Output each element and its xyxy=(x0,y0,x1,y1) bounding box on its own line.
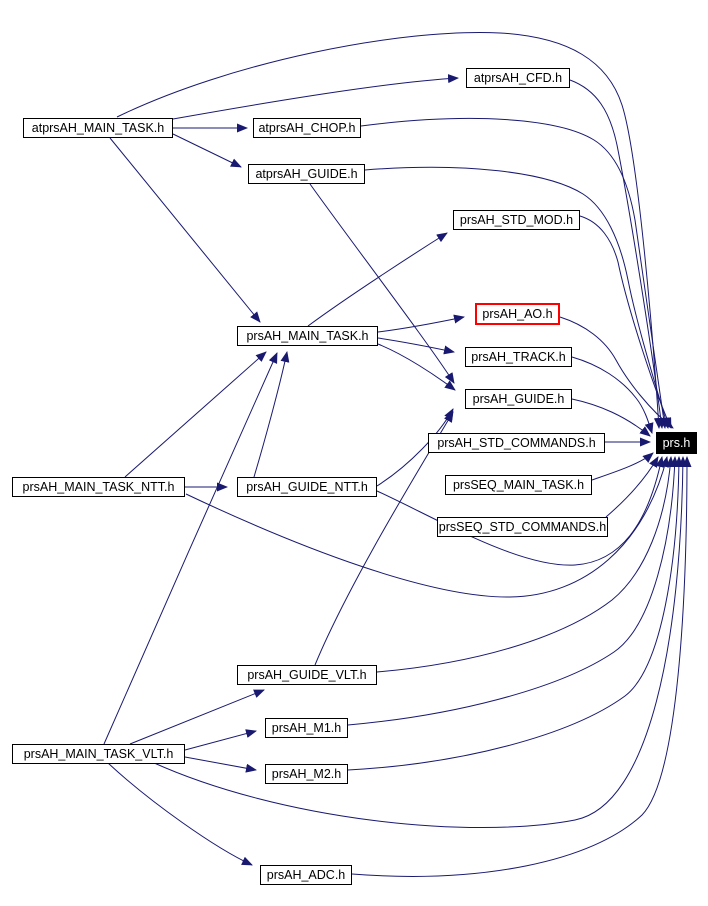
node-atprsAH_CFD-h[interactable]: atprsAH_CFD.h xyxy=(466,68,570,88)
edge-prsAH_GUIDE_NTT-to-prs xyxy=(376,456,665,566)
edge-prsAH_MAIN_TASK_VLT-to-prs xyxy=(151,456,688,829)
node-prsAH_M1-h[interactable]: prsAH_M1.h xyxy=(265,718,348,738)
edge-prsSEQ_MAIN_TASK-to-prs xyxy=(591,452,654,481)
edge-prsAH_AO-to-prs xyxy=(559,316,674,429)
edge-prsAH_MAIN_TASK-to-prsAH_AO xyxy=(377,314,465,333)
node-prsAH_STD_COMMANDS-h[interactable]: prsAH_STD_COMMANDS.h xyxy=(428,433,605,453)
edge-prsAH_GUIDE_VLT-to-prsAH_GUIDE xyxy=(314,411,454,666)
edge-prsAH_MAIN_TASK-to-prsAH_TRACK xyxy=(377,337,455,355)
edge-prsAH_MAIN_TASK_VLT-to-prsAH_ADC xyxy=(107,762,253,866)
edge-prsAH_STD_MOD-to-prs xyxy=(579,215,672,429)
edge-prsAH_GUIDE_NTT-to-prsAH_MAIN_TASK xyxy=(253,351,290,478)
node-prsAH_MAIN_TASK-h[interactable]: prsAH_MAIN_TASK.h xyxy=(237,326,378,346)
node-prsAH_MAIN_TASK_NTT-h[interactable]: prsAH_MAIN_TASK_NTT.h xyxy=(12,477,185,497)
edge-prsAH_GUIDE-to-prs xyxy=(571,398,651,437)
edge-prsAH_GUIDE_VLT-to-prs xyxy=(376,456,675,673)
node-prsAH_TRACK-h[interactable]: prsAH_TRACK.h xyxy=(465,347,572,367)
edge-prsAH_MAIN_TASK_VLT-to-prsAH_M1 xyxy=(184,729,257,751)
node-atprsAH_GUIDE-h[interactable]: atprsAH_GUIDE.h xyxy=(248,164,365,184)
node-prsAH_M2-h[interactable]: prsAH_M2.h xyxy=(265,764,348,784)
edge-atprsAH_MAIN_TASK-to-atprsAH_CFD xyxy=(172,74,459,120)
node-atprsAH_CHOP-h[interactable]: atprsAH_CHOP.h xyxy=(253,118,361,138)
node-prsAH_GUIDE_NTT-h[interactable]: prsAH_GUIDE_NTT.h xyxy=(237,477,377,497)
edge-prsAH_MAIN_TASK_NTT-to-prsAH_MAIN_TASK xyxy=(124,351,267,478)
edge-atprsAH_GUIDE-to-prs xyxy=(364,166,670,429)
edge-prsAH_MAIN_TASK-to-prsAH_STD_MOD xyxy=(307,232,448,327)
node-prsAH_AO-h[interactable]: prsAH_AO.h xyxy=(475,303,560,325)
edge-prsAH_M2-to-prs xyxy=(347,456,684,771)
edge-prsAH_MAIN_TASK_VLT-to-prsAH_M2 xyxy=(184,756,257,773)
edge-prsAH_ADC-to-prs xyxy=(351,456,692,877)
node-prsAH_MAIN_TASK_VLT-h[interactable]: prsAH_MAIN_TASK_VLT.h xyxy=(12,744,185,764)
edge-atprsAH_CHOP-to-prs xyxy=(360,117,669,429)
edge-prsAH_MAIN_TASK-to-prsAH_GUIDE xyxy=(377,343,456,391)
node-prsSEQ_MAIN_TASK-h[interactable]: prsSEQ_MAIN_TASK.h xyxy=(445,475,592,495)
node-atprsAH_MAIN_TASK-h[interactable]: atprsAH_MAIN_TASK.h xyxy=(23,118,173,138)
edge-prsAH_MAIN_TASK_NTT-to-prs xyxy=(185,456,669,598)
node-prsAH_STD_MOD-h[interactable]: prsAH_STD_MOD.h xyxy=(453,210,580,230)
edge-prsAH_MAIN_TASK_VLT-to-prsAH_MAIN_TASK xyxy=(103,352,278,745)
edge-atprsAH_GUIDE-to-prsAH_GUIDE xyxy=(309,183,455,384)
edge-prsAH_M1-to-prs xyxy=(347,456,680,726)
edge-prsAH_MAIN_TASK_VLT-to-prsAH_GUIDE_VLT xyxy=(129,689,265,745)
node-prsAH_GUIDE_VLT-h[interactable]: prsAH_GUIDE_VLT.h xyxy=(237,665,377,685)
edge-prsSEQ_STD_COMMANDS-to-prs xyxy=(605,456,659,518)
edge-atprsAH_MAIN_TASK-to-prsAH_MAIN_TASK xyxy=(109,137,261,323)
node-prs-h[interactable]: prs.h xyxy=(656,432,697,454)
edge-atprsAH_MAIN_TASK-to-prs xyxy=(116,32,663,429)
edge-prsAH_TRACK-to-prs xyxy=(571,356,654,434)
node-prsAH_ADC-h[interactable]: prsAH_ADC.h xyxy=(260,865,352,885)
node-prsAH_GUIDE-h[interactable]: prsAH_GUIDE.h xyxy=(465,389,572,409)
edge-atprsAH_MAIN_TASK-to-atprsAH_GUIDE xyxy=(172,133,242,168)
node-prsSEQ_STD_COMMANDS-h[interactable]: prsSEQ_STD_COMMANDS.h xyxy=(437,517,608,537)
